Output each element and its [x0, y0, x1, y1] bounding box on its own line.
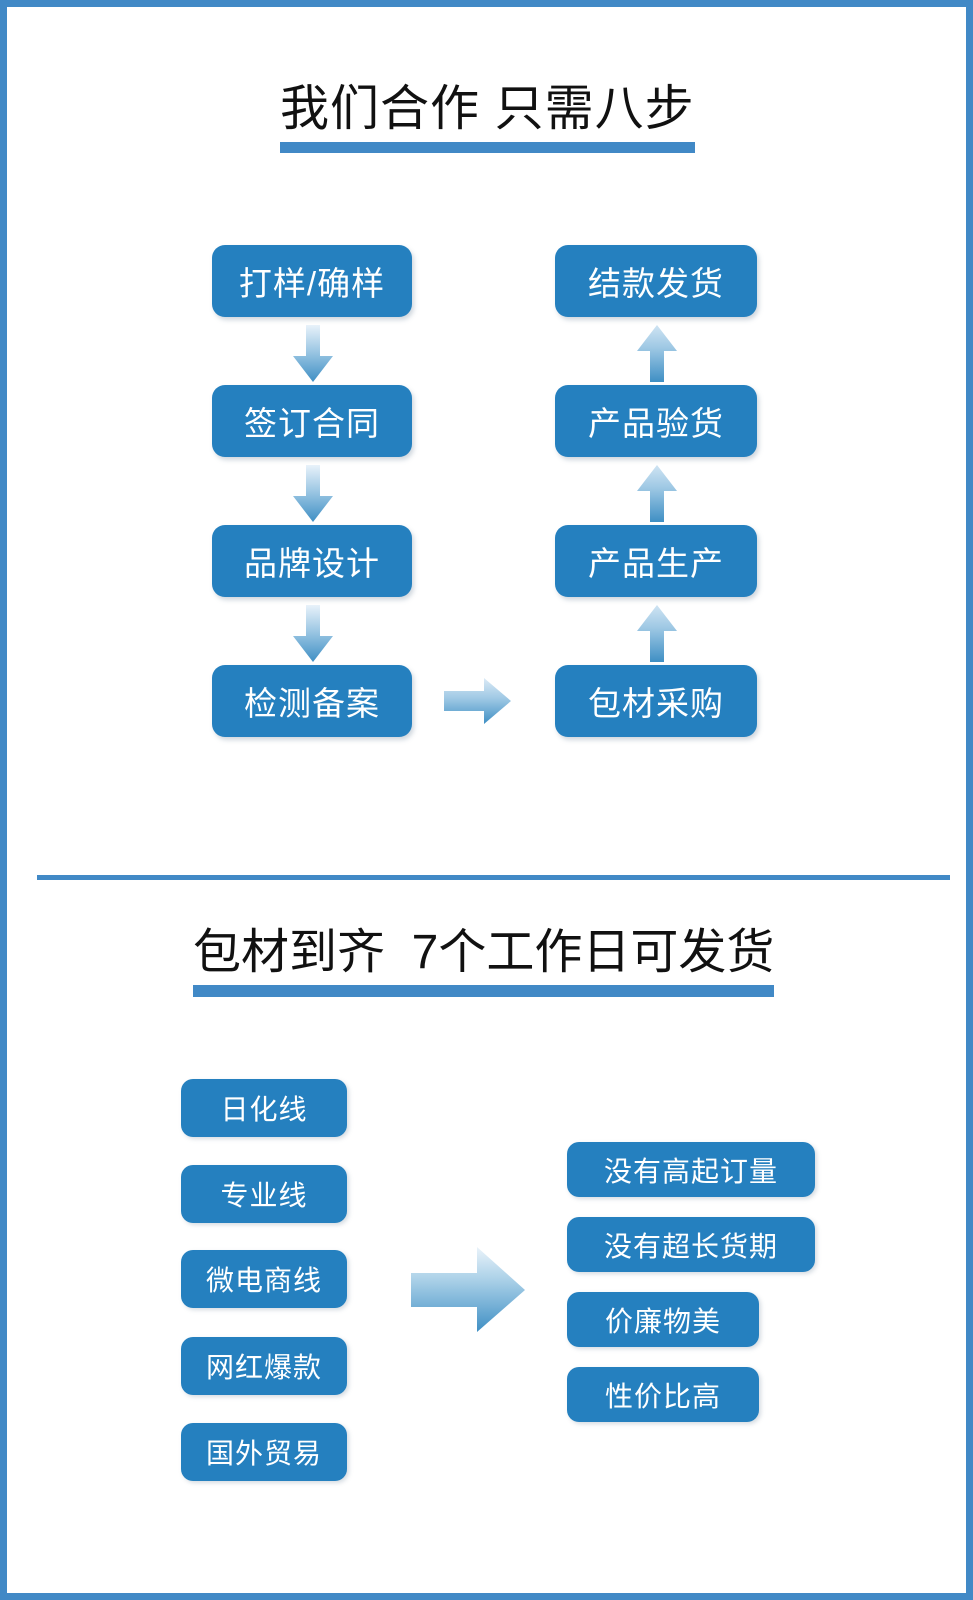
benefit-xing-jia-bi-gao[interactable]: 性价比高	[567, 1367, 759, 1422]
title-underline-bar	[193, 985, 774, 997]
benefit-mei-you-gao-qi-ding-liang[interactable]: 没有高起订量	[567, 1142, 815, 1197]
category-guo-wai-mao-yi[interactable]: 国外贸易	[181, 1423, 347, 1481]
process-step-da-yang-que-yang[interactable]: 打样/确样	[212, 245, 412, 317]
arrow-right-icon	[444, 675, 512, 727]
process-step-pin-pai-she-ji[interactable]: 品牌设计	[212, 525, 412, 597]
process-step-jian-ce-bei-an[interactable]: 检测备案	[212, 665, 412, 737]
section-divider	[37, 875, 950, 880]
category-wei-dian-shang-xian[interactable]: 微电商线	[181, 1250, 347, 1308]
process-step-qian-ding-he-tong[interactable]: 签订合同	[212, 385, 412, 457]
arrow-right-large-icon	[411, 1247, 526, 1333]
arrow-up-icon	[636, 465, 678, 523]
section-two-title-text: 包材到齐 7个工作日可发货	[193, 926, 775, 979]
category-ri-hua-xian[interactable]: 日化线	[181, 1079, 347, 1137]
arrow-up-icon	[636, 325, 678, 383]
arrow-down-icon	[292, 325, 334, 383]
category-zhuan-ye-xian[interactable]: 专业线	[181, 1165, 347, 1223]
section-one-title-text: 我们合作 只需八步	[280, 82, 695, 136]
arrow-down-icon	[292, 465, 334, 523]
category-wang-hong-bao-kuan[interactable]: 网红爆款	[181, 1337, 347, 1395]
process-step-chan-pin-sheng-chan[interactable]: 产品生产	[555, 525, 757, 597]
process-step-jie-kuan-fa-huo[interactable]: 结款发货	[555, 245, 757, 317]
benefit-mei-you-chao-chang-huo-qi[interactable]: 没有超长货期	[567, 1217, 815, 1272]
section-one-title: 我们合作 只需八步	[280, 82, 695, 153]
title-underline-bar	[280, 142, 695, 153]
arrow-up-icon	[636, 605, 678, 663]
process-step-bao-cai-cai-gou[interactable]: 包材采购	[555, 665, 757, 737]
benefit-jia-lian-wu-mei[interactable]: 价廉物美	[567, 1292, 759, 1347]
process-step-chan-pin-yan-huo[interactable]: 产品验货	[555, 385, 757, 457]
section-two-title: 包材到齐 7个工作日可发货	[193, 926, 775, 997]
arrow-down-icon	[292, 605, 334, 663]
